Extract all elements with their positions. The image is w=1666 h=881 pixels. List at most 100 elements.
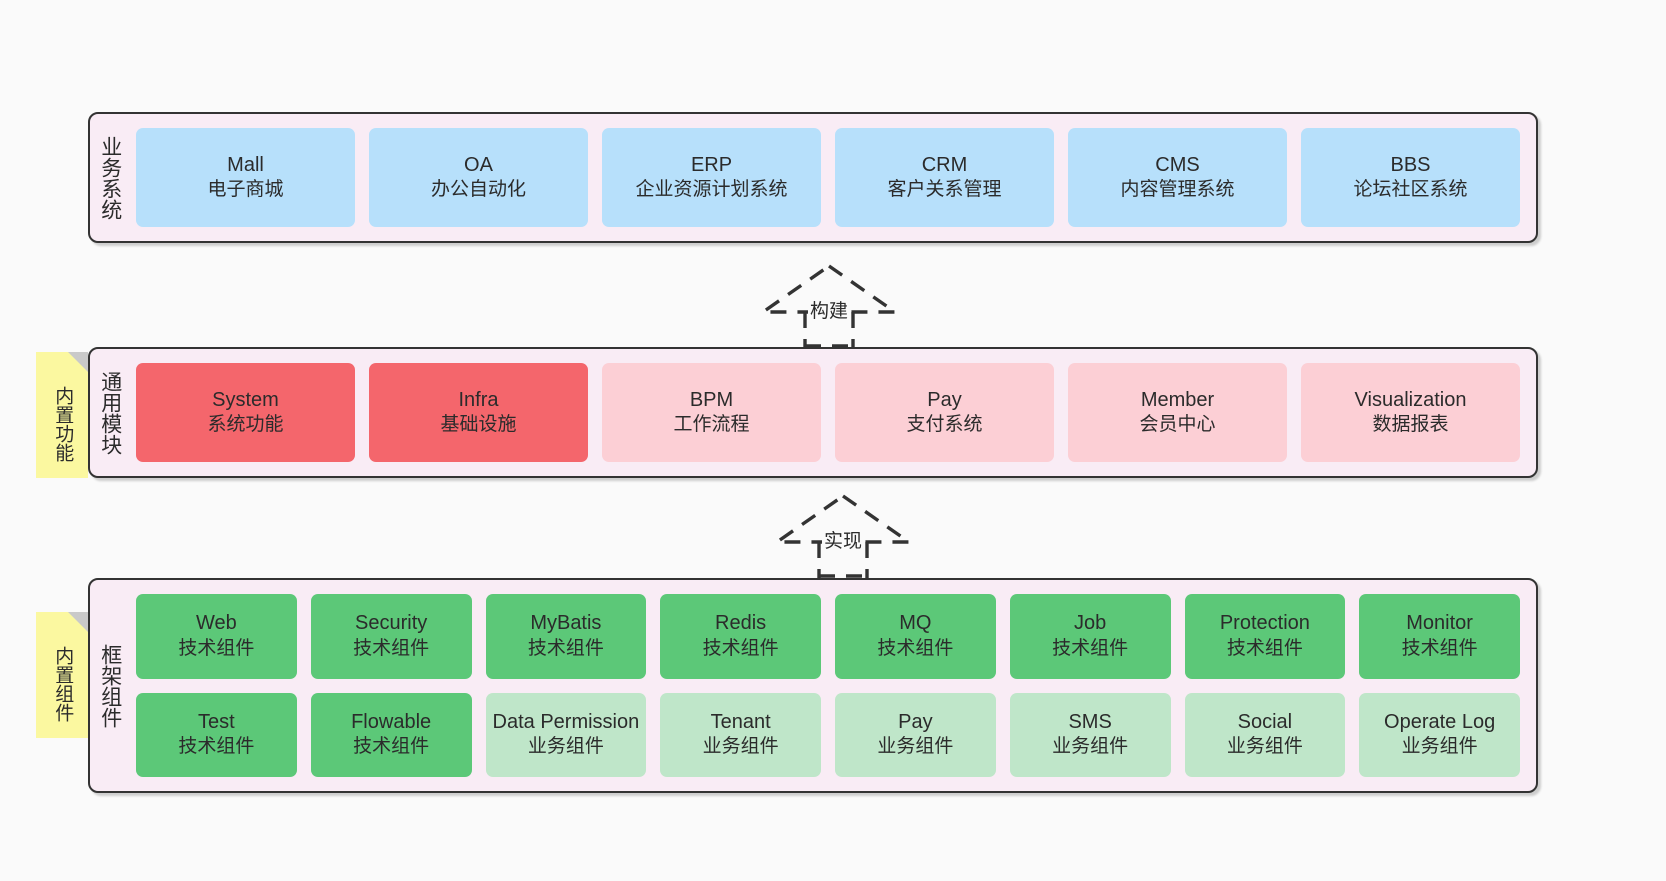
module-box-mq[interactable]: MQ 技术组件 <box>835 594 996 679</box>
module-title-en: ERP <box>690 153 733 176</box>
module-box-job[interactable]: Job 技术组件 <box>1009 594 1171 679</box>
module-box-infra[interactable]: Infra 基础设施 <box>369 363 588 462</box>
module-title-cn: 业务组件 <box>527 736 604 758</box>
module-box-flowable[interactable]: Flowable 技术组件 <box>310 692 472 777</box>
module-title-cn: 论坛社区系统 <box>1353 179 1468 201</box>
layer-title-common-module: 通用模块 <box>98 370 122 455</box>
module-box-pay[interactable]: Pay 支付系统 <box>835 363 1054 462</box>
module-title-cn: 技术组件 <box>178 736 255 758</box>
module-title-en: CMS <box>1155 153 1200 176</box>
module-box-data-permission[interactable]: Data Permission 业务组件 <box>485 692 647 777</box>
layer-body-business-system: Mall 电子商城 OA 办公自动化 ERP 企业资源计划系统 CRM 客户关系… <box>130 114 1536 241</box>
module-title-en: Pay <box>927 388 962 411</box>
module-title-cn: 技术组件 <box>1226 637 1303 659</box>
module-title-cn: 技术组件 <box>353 736 430 758</box>
module-title-en: Web <box>195 612 237 635</box>
module-title-en: Mall <box>227 153 264 176</box>
layer-title-business-system: 业务系统 <box>98 135 122 220</box>
module-title-cn: 办公自动化 <box>430 179 526 201</box>
module-title-en: MQ <box>899 612 932 635</box>
connector-label-build: 构建 <box>807 296 851 323</box>
layer-business-system: 业务系统 Mall 电子商城 OA 办公自动化 ERP 企业资源计划系统 CRM… <box>88 112 1538 243</box>
module-title-en: Monitor <box>1406 612 1473 635</box>
module-title-cn: 企业资源计划系统 <box>635 179 788 201</box>
module-box-oa[interactable]: OA 办公自动化 <box>369 128 588 227</box>
module-title-cn: 业务组件 <box>1401 736 1478 758</box>
module-title-en: Redis <box>715 612 767 635</box>
module-box-crm[interactable]: CRM 客户关系管理 <box>835 128 1054 227</box>
module-title-en: OA <box>464 153 493 176</box>
module-box-member[interactable]: Member 会员中心 <box>1068 363 1287 462</box>
module-title-en: Flowable <box>351 710 432 733</box>
module-box-erp[interactable]: ERP 企业资源计划系统 <box>602 128 821 227</box>
sticky-note-builtin-function: 内置功能 <box>36 352 88 478</box>
module-title-cn: 电子商城 <box>207 179 284 201</box>
module-title-en: CRM <box>921 153 968 176</box>
module-title-cn: 内容管理系统 <box>1120 179 1235 201</box>
module-title-en: Security <box>355 612 428 635</box>
module-box-system[interactable]: System 系统功能 <box>136 363 355 462</box>
module-box-cms[interactable]: CMS 内容管理系统 <box>1068 128 1287 227</box>
module-box-visualization[interactable]: Visualization 数据报表 <box>1301 363 1520 462</box>
sticky-note-label: 内置组件 <box>52 646 74 722</box>
module-title-en: BPM <box>689 388 734 411</box>
module-title-en: Protection <box>1219 612 1310 635</box>
sticky-note-builtin-component: 内置组件 <box>36 612 88 738</box>
module-title-en: Tenant <box>710 710 771 733</box>
module-title-cn: 技术组件 <box>527 637 604 659</box>
module-title-cn: 工作流程 <box>673 414 750 436</box>
module-title-en: Pay <box>898 710 933 733</box>
connector-label-implement: 实现 <box>821 526 865 553</box>
module-title-en: Operate Log <box>1384 710 1496 733</box>
module-title-cn: 技术组件 <box>353 637 430 659</box>
layer-body-framework-component: Web 技术组件 Security 技术组件 MyBatis 技术组件 Redi… <box>130 580 1536 791</box>
module-title-cn: 数据报表 <box>1372 414 1449 436</box>
module-title-en: Job <box>1074 612 1107 635</box>
layer-common-module: 通用模块 System 系统功能 Infra 基础设施 BPM 工作流程 Pay… <box>88 347 1538 478</box>
module-title-en: Social <box>1237 710 1293 733</box>
module-title-cn: 技术组件 <box>1401 637 1478 659</box>
module-title-cn: 业务组件 <box>1226 736 1303 758</box>
module-title-cn: 业务组件 <box>877 736 954 758</box>
folded-corner-icon <box>68 352 88 372</box>
module-title-en: Infra <box>458 388 499 411</box>
module-title-cn: 技术组件 <box>1052 637 1129 659</box>
module-title-cn: 会员中心 <box>1139 414 1216 436</box>
module-title-en: MyBatis <box>530 612 602 635</box>
module-box-test[interactable]: Test 技术组件 <box>136 692 297 777</box>
connector-implement: 实现 <box>770 492 916 578</box>
layer-framework-component: 框架组件 Web 技术组件 Security 技术组件 MyBatis 技术组件… <box>88 578 1538 793</box>
module-title-en: System <box>212 388 279 411</box>
module-title-cn: 支付系统 <box>906 414 983 436</box>
module-box-web[interactable]: Web 技术组件 <box>136 594 297 679</box>
module-title-en: Visualization <box>1354 388 1467 411</box>
module-title-cn: 基础设施 <box>440 414 517 436</box>
module-box-bpm[interactable]: BPM 工作流程 <box>602 363 821 462</box>
module-box-operate-log[interactable]: Operate Log 业务组件 <box>1359 692 1520 777</box>
module-title-cn: 系统功能 <box>207 414 284 436</box>
module-box-redis[interactable]: Redis 技术组件 <box>660 594 821 679</box>
module-box-protection[interactable]: Protection 技术组件 <box>1184 594 1346 679</box>
module-box-security[interactable]: Security 技术组件 <box>310 594 472 679</box>
module-box-sms[interactable]: SMS 业务组件 <box>1009 692 1171 777</box>
folded-corner-icon <box>68 612 88 632</box>
layer-body-common-module: System 系统功能 Infra 基础设施 BPM 工作流程 Pay 支付系统… <box>130 349 1536 476</box>
module-box-social[interactable]: Social 业务组件 <box>1184 692 1346 777</box>
module-title-cn: 技术组件 <box>702 637 779 659</box>
module-title-en: SMS <box>1068 710 1112 733</box>
connector-build: 构建 <box>756 262 902 348</box>
module-title-cn: 业务组件 <box>1052 736 1129 758</box>
module-title-cn: 技术组件 <box>178 637 255 659</box>
module-box-tenant[interactable]: Tenant 业务组件 <box>660 692 821 777</box>
module-title-cn: 技术组件 <box>877 637 954 659</box>
module-box-bbs[interactable]: BBS 论坛社区系统 <box>1301 128 1520 227</box>
module-title-cn: 客户关系管理 <box>887 179 1002 201</box>
module-box-monitor[interactable]: Monitor 技术组件 <box>1359 594 1520 679</box>
module-title-en: Test <box>198 710 235 733</box>
module-box-pay-business[interactable]: Pay 业务组件 <box>835 692 996 777</box>
module-box-mall[interactable]: Mall 电子商城 <box>136 128 355 227</box>
module-title-en: Data Permission <box>492 710 640 733</box>
module-box-mybatis[interactable]: MyBatis 技术组件 <box>485 594 647 679</box>
module-title-en: Member <box>1140 388 1215 411</box>
